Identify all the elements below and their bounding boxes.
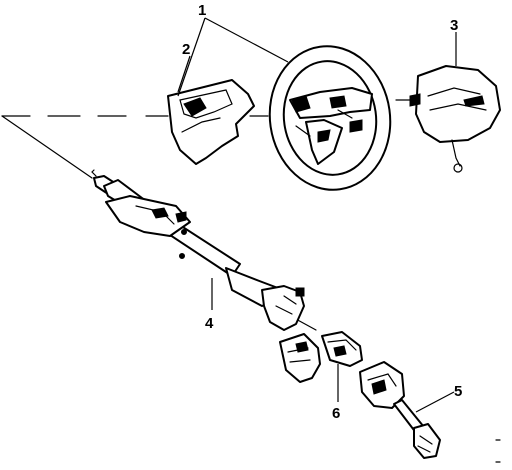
callout-1: 1 — [198, 2, 206, 19]
callout-labels: 1 2 3 4 5 6 — [182, 2, 462, 422]
callout-5: 5 — [454, 383, 462, 400]
callout-6: 6 — [332, 405, 340, 422]
steering-column — [91, 169, 305, 331]
lower-bracket — [279, 333, 321, 383]
intermediate-shaft — [359, 361, 441, 459]
steering-wheel — [268, 45, 392, 191]
callout-2: 2 — [182, 41, 190, 58]
leader-lines — [177, 17, 457, 413]
column-cover — [167, 79, 255, 165]
switch-bracket — [321, 331, 363, 367]
callout-4: 4 — [205, 315, 214, 332]
scan-marks — [495, 439, 501, 463]
callout-3: 3 — [450, 17, 458, 34]
airbag-module — [409, 65, 501, 173]
